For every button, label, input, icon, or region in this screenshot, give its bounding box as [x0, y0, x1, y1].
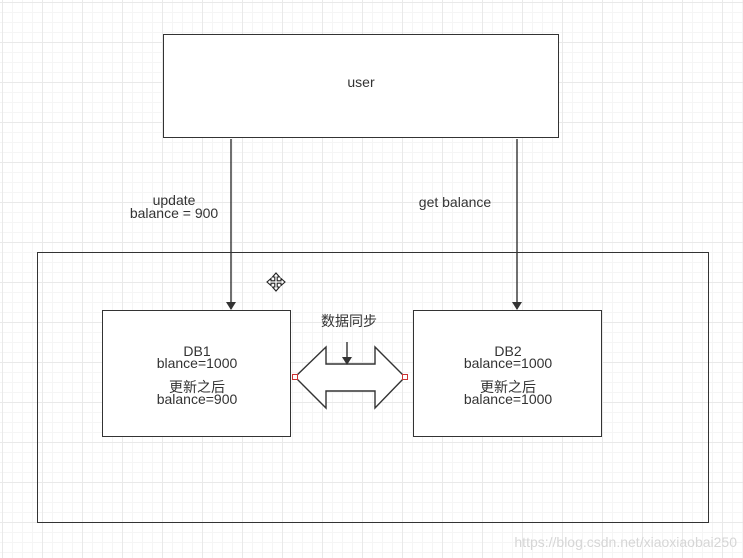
update-label-line1: update [152, 192, 196, 208]
db1-node[interactable] [102, 310, 291, 437]
move-cursor-icon [266, 272, 286, 292]
get-balance-label: get balance [418, 194, 492, 210]
db2-value: balance=1000 [463, 355, 553, 371]
update-label-line2: balance = 900 [129, 205, 219, 221]
sync-double-arrow[interactable] [294, 345, 406, 410]
selection-handle-left[interactable] [292, 374, 298, 380]
watermark-text: https://blog.csdn.net/xiaoxiaobai250 [514, 534, 737, 550]
database-cluster-container[interactable] [37, 252, 709, 523]
sync-label: 数据同步 [321, 313, 377, 329]
db2-after-label: 更新之后 [480, 379, 536, 395]
db2-node[interactable] [413, 310, 602, 437]
user-label: user [347, 74, 375, 90]
db1-after-value: balance=900 [156, 391, 238, 407]
db2-after-value: balance=1000 [463, 391, 553, 407]
db1-value: blance=1000 [156, 355, 238, 371]
user-node[interactable] [163, 34, 559, 138]
db2-title: DB2 [494, 343, 522, 359]
db1-title: DB1 [183, 343, 211, 359]
selection-handle-right[interactable] [402, 374, 408, 380]
db1-after-label: 更新之后 [169, 379, 225, 395]
